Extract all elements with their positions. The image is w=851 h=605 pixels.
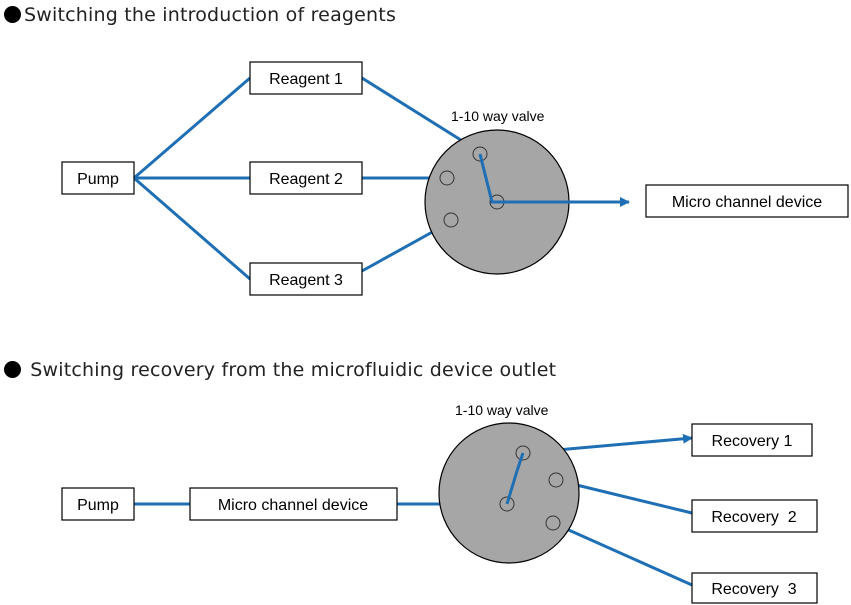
box-reagent-3-label: Reagent 3	[269, 272, 343, 289]
box-device-label: Micro channel device	[218, 497, 368, 514]
box-reagent-1-label: Reagent 1	[269, 71, 343, 88]
box-reagent-2: Reagent 2	[249, 161, 363, 195]
valve1-port-3	[443, 212, 459, 228]
valve2-port-3	[545, 515, 561, 531]
section1-title-text: Switching the introduction of reagents	[24, 4, 397, 26]
box-pump-2: Pump	[61, 487, 135, 521]
valve1-port-1	[472, 146, 488, 162]
pipe-reagent3-valve	[361, 223, 446, 273]
box-pump-1-label: Pump	[77, 171, 119, 188]
box-recovery-2-label: Recovery 2	[711, 509, 796, 526]
section1-pipes	[133, 76, 473, 281]
box-recovery-1: Recovery 1	[691, 423, 813, 457]
box-recovery-1-label: Recovery 1	[712, 433, 793, 450]
box-pump-1: Pump	[61, 161, 135, 195]
pipe-valve2-recovery3	[552, 521, 693, 587]
box-reagent-1: Reagent 1	[249, 61, 363, 95]
section2-title-text: Switching recovery from the microfluidic…	[30, 359, 557, 381]
section2-title: Switching recovery from the microfluidic…	[4, 359, 556, 381]
box-pump-2-label: Pump	[77, 497, 119, 514]
pipe-pump-reagent1	[133, 76, 251, 180]
valve1-internal-path	[478, 153, 497, 204]
valve2-port-center	[499, 496, 515, 512]
valve2-internal-path	[505, 452, 525, 505]
box-reagent-2-label: Reagent 2	[269, 171, 343, 188]
pipe-reagent1-valve	[361, 76, 473, 149]
section1-title: Switching the introduction of reagents	[4, 4, 396, 26]
box-reagent-3: Reagent 3	[249, 262, 363, 296]
box-output-device: Micro channel device	[645, 184, 849, 218]
valve1-label: 1-10 way valve	[451, 108, 545, 124]
bullet-icon	[4, 6, 21, 23]
valve2-label: 1-10 way valve	[455, 402, 549, 418]
valve2-port-1	[515, 445, 531, 461]
valve2-port-2	[548, 472, 564, 488]
box-recovery-3: Recovery 3	[691, 572, 818, 604]
valve1-port-2	[439, 170, 455, 186]
bullet-icon	[4, 361, 21, 378]
box-device: Micro channel device	[189, 487, 398, 521]
box-recovery-3-label: Recovery 3	[711, 581, 796, 598]
box-output-device-label: Micro channel device	[672, 194, 822, 211]
pipe-pump-reagent3	[133, 176, 251, 281]
box-recovery-2: Recovery 2	[691, 499, 818, 533]
